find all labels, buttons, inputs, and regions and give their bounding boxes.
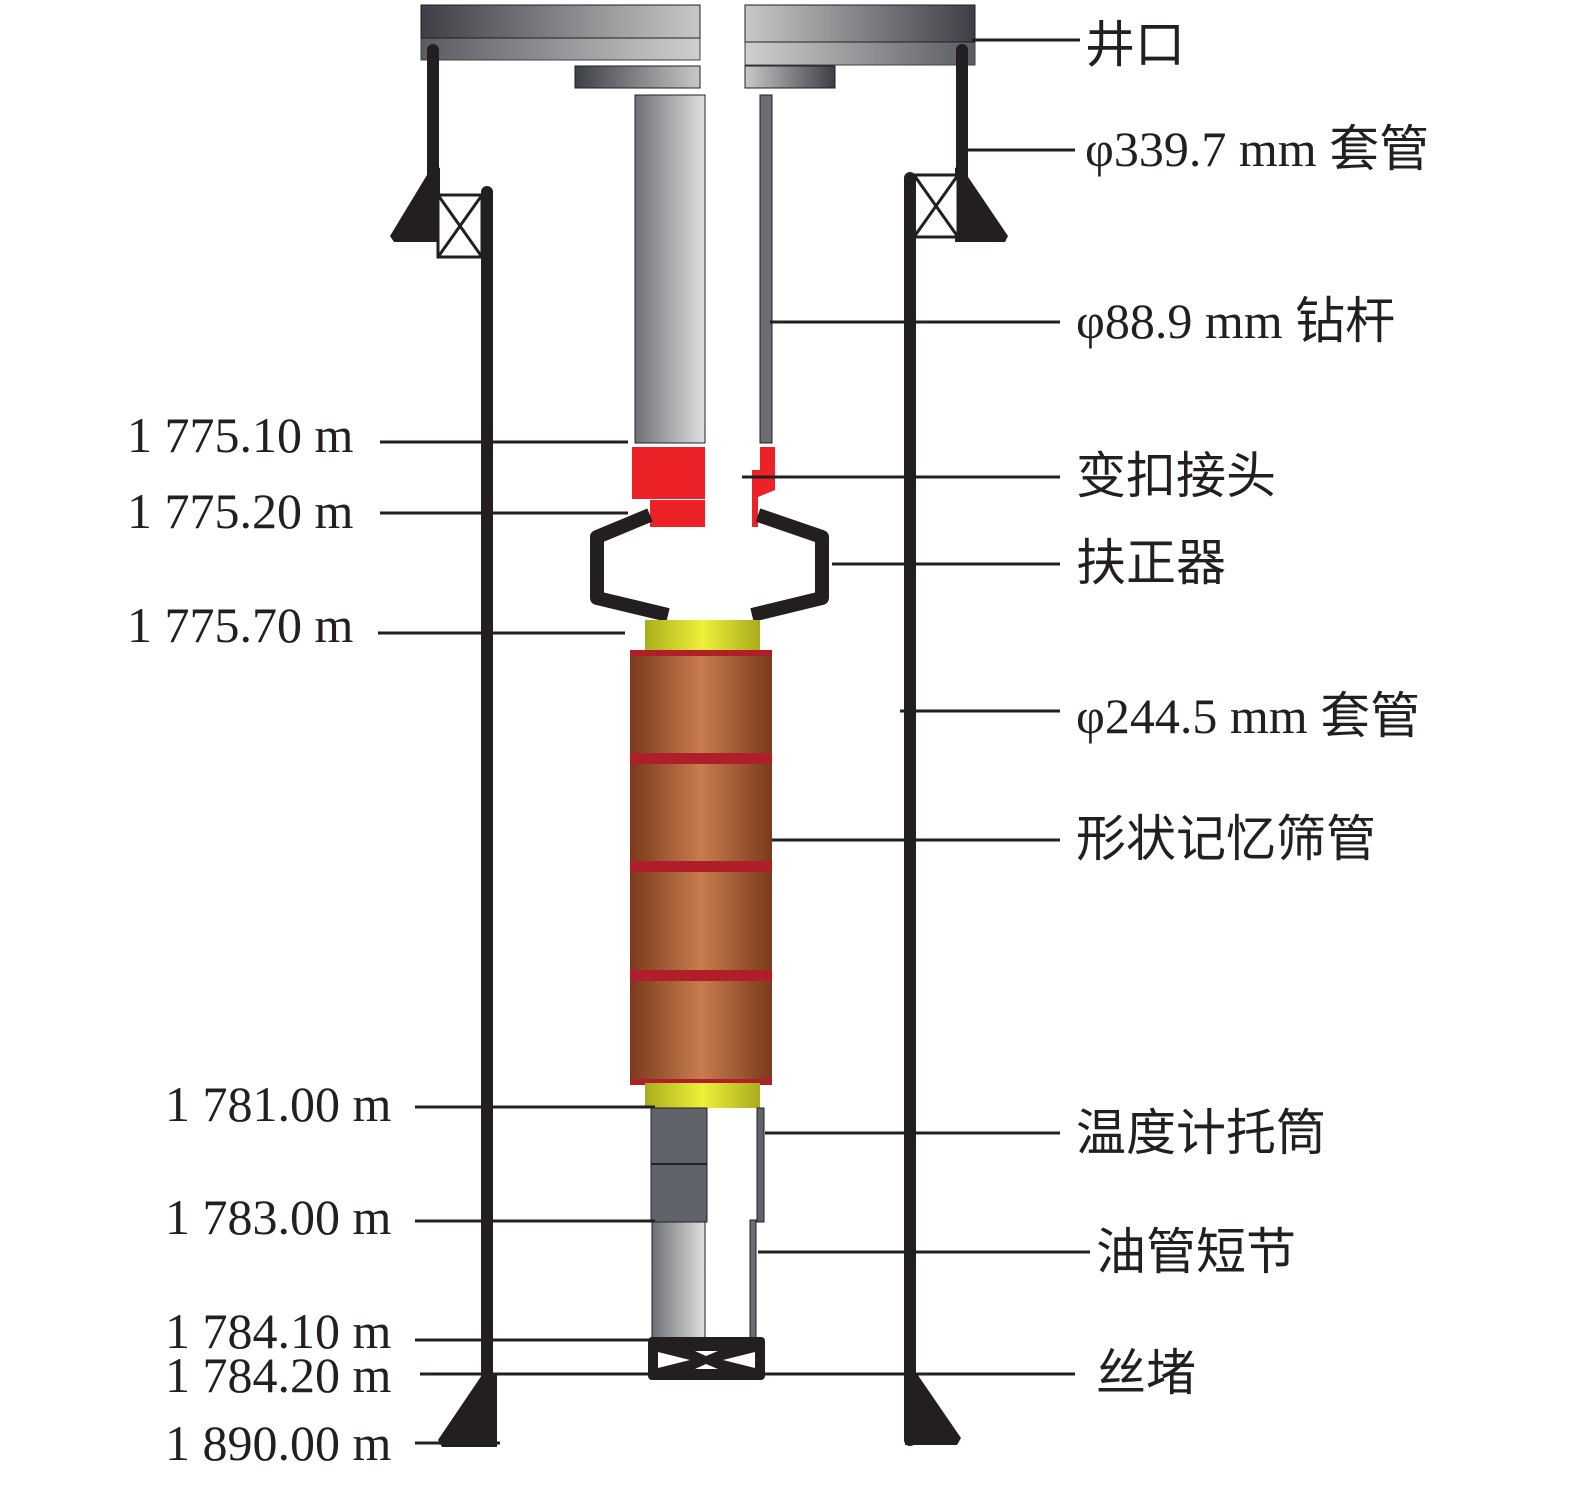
drill-pipe-right-wall [759, 94, 773, 444]
depth-label: 1 775.10 m [127, 407, 354, 463]
label-tubing-pup: 油管短节 [1096, 1224, 1296, 1280]
thermometer-holder [650, 1107, 765, 1223]
inner-casing [438, 172, 961, 1447]
packer-left [436, 193, 484, 259]
casing-shoe-left-top [390, 165, 440, 242]
plug [648, 1337, 765, 1380]
label-crossover: 变扣接头 [1076, 448, 1276, 504]
depth-label: 1 784.20 m [165, 1347, 392, 1403]
crossover-sub [632, 447, 775, 527]
label-thermometer-holder: 温度计托筒 [1076, 1105, 1326, 1161]
depth-label: 1 890.00 m [165, 1415, 392, 1471]
label-casing-339: φ339.7 mm 套管 [1085, 121, 1429, 177]
component-leaders [742, 38, 1090, 1376]
end-ring-bottom [645, 1083, 760, 1108]
depth-label: 1 775.70 m [127, 597, 354, 653]
label-drill-pipe: φ88.9 mm 钻杆 [1076, 293, 1395, 349]
tubing-pup-joint [651, 1219, 757, 1341]
shape-memory-screen [630, 620, 772, 1108]
outer-casing [390, 44, 1008, 242]
casing-shoe-left-bottom [438, 1372, 497, 1447]
label-plug: 丝堵 [1096, 1345, 1196, 1401]
casing-shoe-right-top [955, 165, 1008, 242]
depth-label: 1 775.20 m [127, 483, 354, 539]
label-centralizer: 扶正器 [1076, 535, 1226, 591]
label-screen: 形状记忆筛管 [1076, 811, 1376, 867]
depth-leaders [378, 440, 655, 1445]
wellhead [420, 4, 976, 89]
label-wellhead: 井口 [1085, 17, 1185, 73]
casing-shoe-right-bottom [905, 1368, 961, 1445]
end-ring-top [645, 620, 760, 652]
depth-label: 1 781.00 m [165, 1076, 392, 1132]
packer-right [912, 173, 960, 239]
depth-label: 1 784.10 m [165, 1303, 392, 1359]
depth-label: 1 783.00 m [165, 1189, 392, 1245]
label-casing-244: φ244.5 mm 套管 [1076, 688, 1420, 744]
drill-pipe [634, 94, 706, 444]
centralizer [590, 508, 829, 622]
